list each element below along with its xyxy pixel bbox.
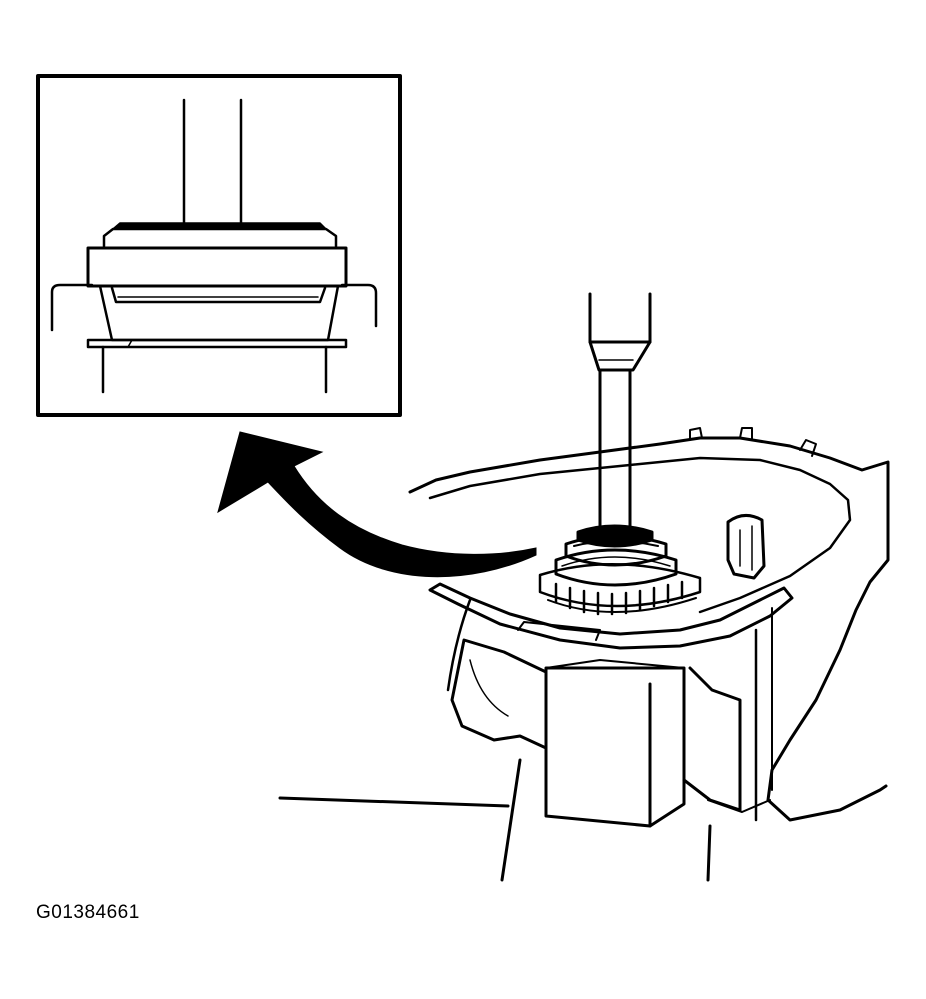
inset-detail	[36, 74, 402, 417]
callout-arrow	[217, 431, 537, 578]
support-block	[544, 666, 686, 828]
stand-leg-right	[706, 824, 712, 882]
inset-frame	[36, 74, 402, 417]
case-skirt-left	[450, 638, 548, 750]
inset-housing-right	[340, 283, 378, 328]
inset-housing-left	[50, 283, 94, 332]
stand-leg-left	[500, 758, 522, 882]
gear-ring	[538, 562, 702, 616]
inset-base-plate	[86, 338, 348, 349]
bench-line	[278, 796, 510, 808]
figure-code: G01384661	[36, 902, 140, 923]
housing-flange	[408, 436, 890, 822]
press-tool-body	[588, 292, 652, 344]
housing-boss	[726, 514, 766, 580]
main-assembly	[278, 292, 890, 882]
bearing-stack	[554, 524, 678, 587]
inset-bearing-body	[86, 246, 348, 288]
inset-inner-race	[98, 284, 340, 342]
